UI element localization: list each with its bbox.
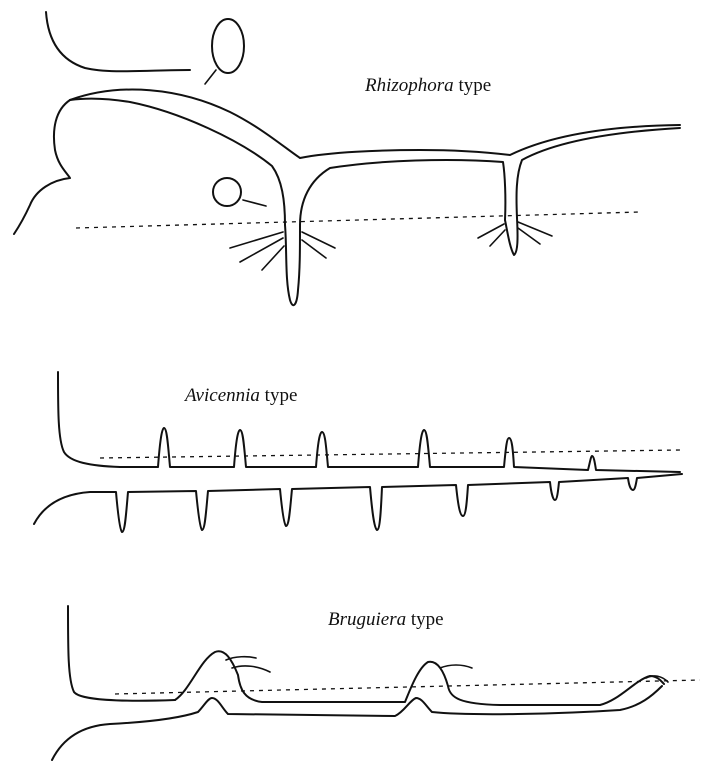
rhizophora-rootlet-1	[230, 232, 283, 248]
rhizophora-rootlet-7	[490, 230, 505, 246]
rhizophora-panel	[14, 12, 680, 305]
bruguiera-label: Bruguiera type	[328, 609, 444, 631]
rhizophora-trunk-lower	[14, 100, 70, 234]
rhizophora-arch-left	[70, 99, 285, 225]
avicennia-label: Avicennia type	[185, 385, 297, 407]
bruguiera-trunk	[68, 606, 175, 701]
bruguiera-genus: Bruguiera	[328, 609, 406, 630]
avicennia-genus: Avicennia	[185, 385, 260, 406]
rhizophora-lenticel-lower-pointer	[243, 200, 266, 206]
rhizophora-trunk-edge	[46, 12, 190, 71]
avicennia-lower-cable-root	[34, 474, 682, 532]
rhizophora-main-stem-lower	[517, 128, 680, 218]
bruguiera-knee-1	[175, 651, 664, 705]
avicennia-trunk	[58, 372, 120, 467]
rhizophora-tide-line	[76, 212, 640, 228]
avicennia-panel	[34, 372, 682, 532]
rhizophora-lenticel-upper-pointer	[205, 70, 216, 84]
rhizophora-rootlet-4	[302, 232, 335, 248]
rhizophora-lenticel-lower	[213, 178, 241, 206]
avicennia-upper-cable-root	[120, 428, 680, 472]
rhizophora-main-stem-upper	[70, 90, 680, 158]
rhizophora-left-prop-root	[285, 225, 300, 305]
bruguiera-lower-cable-root	[52, 686, 662, 760]
rhizophora-lenticel-upper	[212, 19, 244, 73]
rhizophora-genus: Rhizophora	[365, 75, 454, 96]
bruguiera-knee-2-prong	[440, 665, 472, 668]
rhizophora-suffix: type	[454, 75, 491, 96]
rhizophora-rootlet-2	[240, 238, 283, 262]
rhizophora-arch-right	[300, 160, 505, 225]
bruguiera-knee-1-prong-b	[232, 666, 270, 672]
rhizophora-rootlet-8	[518, 222, 552, 236]
rhizophora-rootlet-3	[262, 246, 284, 270]
rhizophora-right-prop-root	[505, 218, 518, 255]
rhizophora-label: Rhizophora type	[365, 75, 491, 97]
avicennia-suffix: type	[260, 385, 297, 406]
bruguiera-tide-line	[115, 680, 700, 694]
bruguiera-suffix: type	[406, 609, 443, 630]
